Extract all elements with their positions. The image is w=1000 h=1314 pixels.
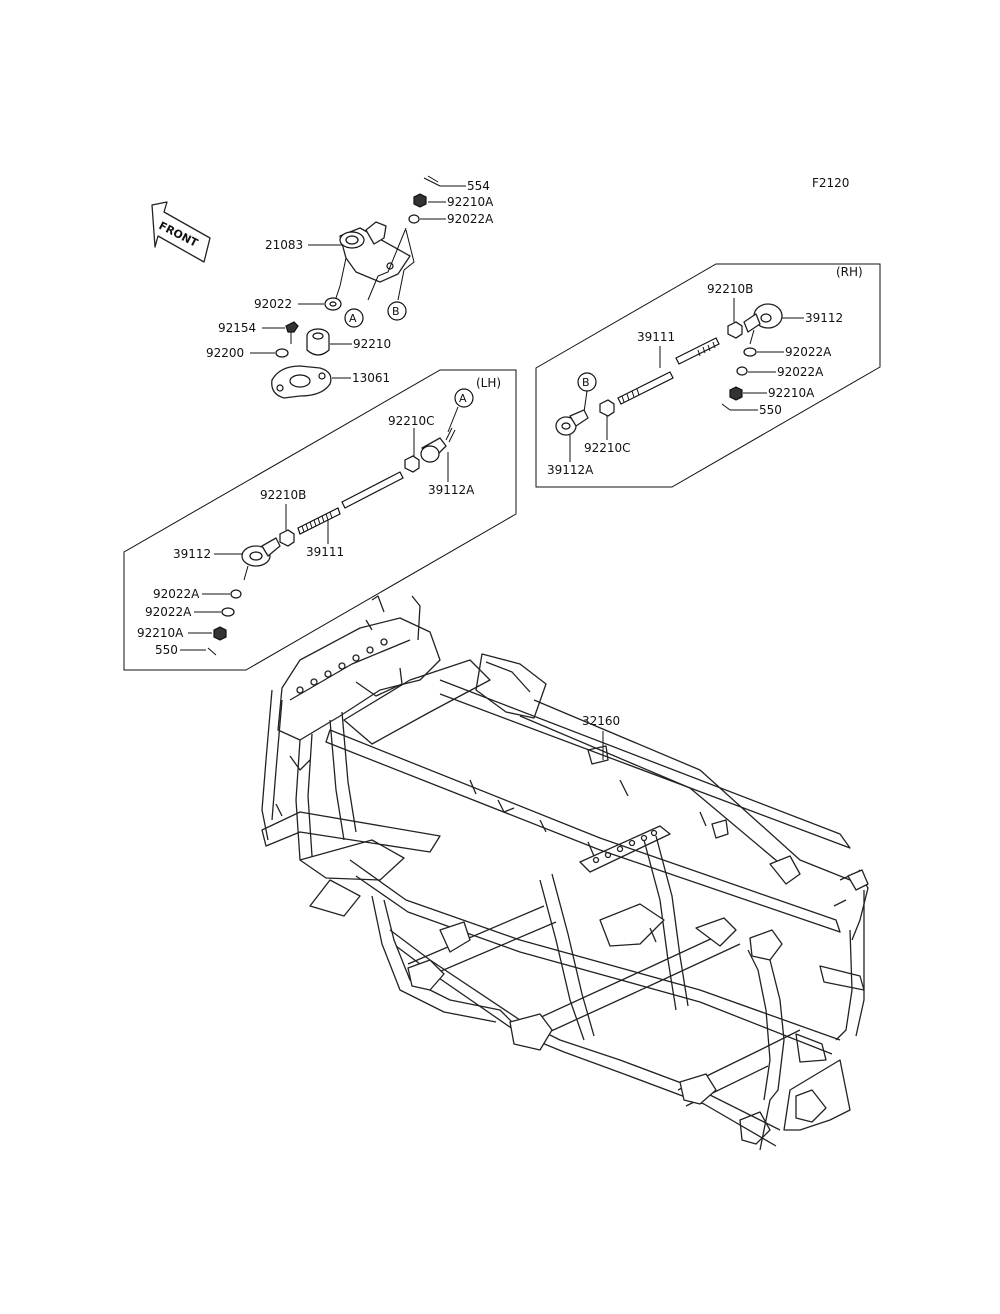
label-92210: 92210 (353, 337, 391, 351)
front-arrow-icon: FRONT (151, 201, 211, 263)
nut-icon (213, 626, 227, 641)
nut-icon (413, 193, 427, 208)
nut-icon (727, 321, 743, 339)
callout-a-lh (454, 388, 474, 408)
label-rh-92022A-2: 92022A (777, 365, 824, 379)
cotter-pin-icon (207, 647, 217, 656)
label-32160: 32160 (582, 714, 620, 728)
label-rh-39112A: 39112A (547, 463, 594, 477)
label-lh-92210A: 92210A (137, 626, 184, 640)
label-92210A-top: 92210A (447, 195, 494, 209)
label-rh-92022A-1: 92022A (785, 345, 832, 359)
label-92022: 92022 (254, 297, 292, 311)
label-rh-92210C: 92210C (584, 441, 631, 455)
panel-rh-title: (RH) (836, 265, 863, 279)
panel-lh: (LH) A 92210C 39112A 39111 92210B (123, 369, 517, 671)
label-lh-92210B: 92210B (260, 488, 306, 502)
label-13061: 13061 (352, 371, 390, 385)
label-rh-550: 550 (759, 403, 782, 417)
panel-rh: (RH) 92210B 39112 39111 92022A 92022A (535, 263, 881, 488)
cotter-pin-icon (423, 175, 441, 187)
bolt-icon (285, 321, 299, 333)
frame-icon: 32160 (261, 595, 869, 1151)
panel-rh-border (535, 263, 881, 488)
label-21083: 21083 (265, 238, 303, 252)
washer-icon (743, 347, 757, 357)
label-rh-39111: 39111 (637, 330, 675, 344)
svg-text:A: A (459, 392, 467, 405)
label-rh-92210A: 92210A (768, 386, 815, 400)
steering-bracket-icon (335, 221, 411, 299)
label-92154: 92154 (218, 321, 256, 335)
washer-icon (275, 348, 289, 358)
nut-icon (404, 455, 420, 473)
svg-text:B: B (392, 305, 400, 318)
holder-icon (271, 365, 332, 399)
label-92022A-top: 92022A (447, 212, 494, 226)
steering-bracket-group: 554 92210A 92022A 21083 A B 9 (206, 175, 494, 399)
svg-text:B: B (582, 376, 590, 389)
label-92200: 92200 (206, 346, 244, 360)
cotter-pin-icon (721, 403, 731, 411)
svg-text:A: A (349, 312, 357, 325)
label-lh-92022A-2: 92022A (145, 605, 192, 619)
label-rh-39112: 39112 (805, 311, 843, 325)
panel-lh-border (123, 369, 517, 671)
label-lh-92210C: 92210C (388, 414, 435, 428)
nut-icon (279, 529, 295, 547)
washer-icon (736, 366, 748, 376)
tie-rod-end-icon (555, 409, 589, 436)
figure-code: F2120 (812, 176, 849, 190)
tie-rod-end-icon (420, 427, 456, 463)
tie-rod-icon (617, 337, 720, 405)
washer-icon (221, 607, 235, 617)
bushing-icon (306, 328, 330, 356)
tie-rod-end-icon (743, 303, 783, 345)
washer-icon (230, 589, 242, 599)
label-lh-92022A-1: 92022A (153, 587, 200, 601)
label-lh-39112: 39112 (173, 547, 211, 561)
nut-icon (729, 386, 743, 401)
tie-rod-icon (297, 471, 404, 535)
nut-icon (599, 399, 615, 417)
label-lh-39111: 39111 (306, 545, 344, 559)
label-rh-92210B: 92210B (707, 282, 753, 296)
label-554: 554 (467, 179, 490, 193)
label-lh-550: 550 (155, 643, 178, 657)
washer-icon (408, 214, 420, 224)
callout-b-top (387, 301, 407, 321)
tie-rod-end-icon (241, 537, 281, 581)
callout-a-top (344, 308, 364, 328)
panel-lh-title: (LH) (476, 376, 501, 390)
label-lh-39112A: 39112A (428, 483, 475, 497)
